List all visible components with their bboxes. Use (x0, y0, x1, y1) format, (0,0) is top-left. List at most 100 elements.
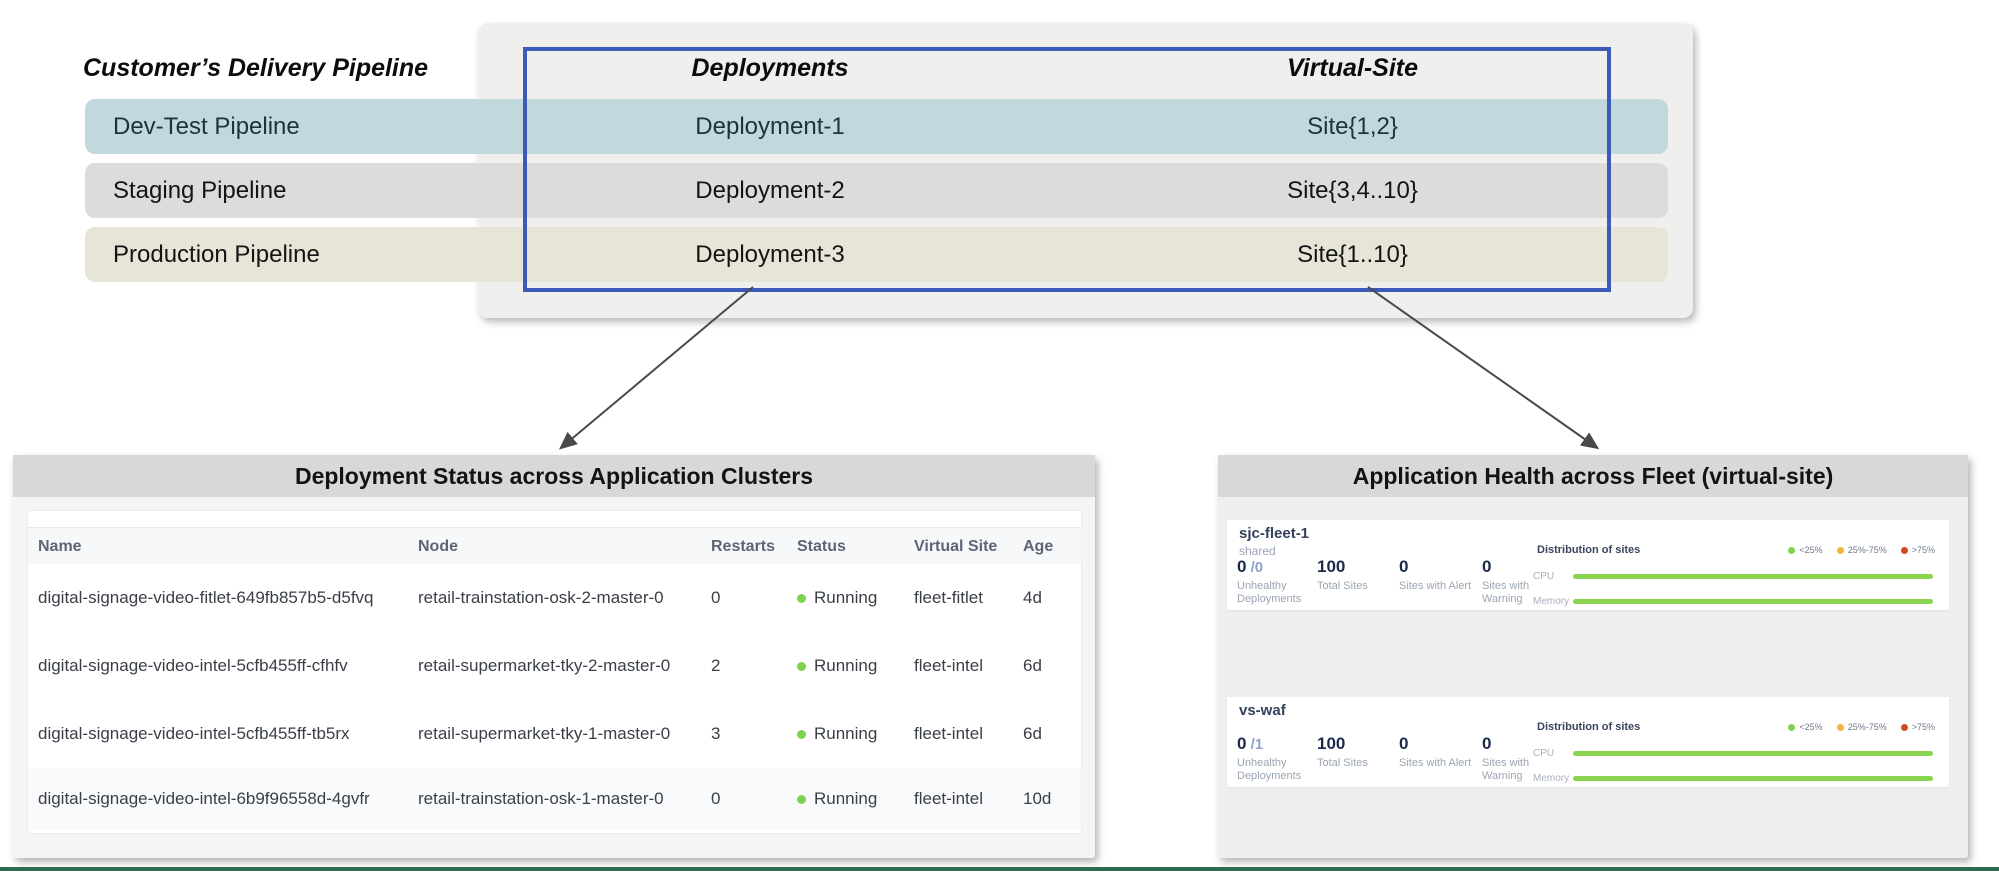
restarts-value: 2 (711, 656, 721, 675)
memory-label: Memory (1533, 772, 1570, 784)
cpu-bar-fill (1573, 573, 1933, 579)
legend-red-icon (1900, 546, 1908, 554)
memory-bar (1573, 598, 1933, 604)
pod-name: digital-signage-video-intel-5cfb455ff-tb… (38, 724, 350, 743)
pipeline-name: Production Pipeline (113, 240, 320, 268)
age-value: 4d (1023, 588, 1042, 607)
legend-label: 25%-75% (1847, 545, 1887, 555)
total-sites-value: 100 (1317, 734, 1346, 753)
restarts-value: 0 (711, 588, 721, 607)
metric-label: Total Sites (1317, 757, 1368, 769)
metric-unhealthy-deployments: 0 /1 Unhealthy Deployments (1237, 734, 1315, 783)
alert-value: 0 (1399, 734, 1409, 753)
virtual-site-value: fleet-intel (914, 656, 983, 675)
legend-item: <25% (1788, 722, 1823, 732)
legend-item: >75% (1900, 545, 1935, 555)
virtual-site-value: fleet-fitlet (914, 588, 983, 607)
metric-label: Unhealthy Deployments (1237, 580, 1302, 605)
app-health-title: Application Health across Fleet (virtual… (1218, 455, 1968, 497)
header-name: Name (38, 537, 82, 555)
distribution-legend: <25% 25%-75% >75% (1788, 722, 1935, 732)
table-row: digital-signage-video-fitlet-649fb857b5-… (28, 564, 1081, 633)
metric-label: Sites with Alert (1399, 757, 1472, 769)
table-row: digital-signage-video-intel-5cfb455ff-cf… (28, 632, 1081, 701)
status-running-icon (797, 794, 806, 804)
metric-sites-with-alert: 0 Sites with Alert (1399, 734, 1479, 770)
app-health-panel: Application Health across Fleet (virtual… (1218, 455, 1968, 858)
column-header-virtual-site: Virtual-Site (1286, 54, 1419, 82)
pipeline-row-production: Production Pipeline Deployment-3 Site{1.… (85, 227, 1668, 282)
legend-label: >75% (1911, 545, 1935, 555)
metric-label: Total Sites (1317, 580, 1368, 592)
age-value: 6d (1023, 724, 1042, 743)
status-running-icon (797, 729, 806, 739)
cpu-distribution-row: CPU (1533, 570, 1933, 582)
metric-total-sites: 100 Total Sites (1317, 734, 1395, 770)
header-status: Status (797, 537, 846, 555)
metric-label: Sites with Warning (1482, 580, 1530, 605)
deployment-status-panel: Deployment Status across Application Clu… (13, 455, 1095, 858)
card-subtitle: shared (1239, 544, 1276, 558)
header-node: Node (418, 537, 458, 555)
status-running-icon (797, 661, 806, 671)
health-card-vs-waf: vs-waf 0 /1 Unhealthy Deployments 100 To… (1227, 697, 1949, 787)
memory-bar (1573, 775, 1933, 781)
legend-item: <25% (1788, 545, 1823, 555)
legend-label: <25% (1799, 722, 1823, 732)
distribution-label: Distribution of sites (1537, 721, 1641, 733)
virtual-site-value: fleet-intel (914, 789, 983, 808)
restarts-value: 3 (711, 724, 721, 743)
cpu-label: CPU (1533, 570, 1555, 582)
metric-sites-with-alert: 0 Sites with Alert (1399, 557, 1479, 593)
pipeline-site: Site{3,4..10} (1287, 176, 1418, 204)
deployment-status-table: Name Node Restarts Status Virtual Site A… (27, 510, 1082, 834)
metric-label: Sites with Warning (1482, 757, 1530, 782)
memory-distribution-row: Memory (1533, 772, 1933, 784)
status-label: Running (814, 789, 878, 808)
unhealthy-total: /0 (1246, 559, 1264, 576)
slide-footer-divider (0, 867, 1999, 871)
status-cell: Running (797, 768, 877, 830)
memory-label: Memory (1533, 595, 1570, 607)
unhealthy-value: 0 (1237, 734, 1247, 753)
status-label: Running (814, 588, 878, 607)
virtual-site-value: fleet-intel (914, 724, 983, 743)
pipeline-row-staging: Staging Pipeline Deployment-2 Site{3,4..… (85, 163, 1668, 218)
distribution-legend: <25% 25%-75% >75% (1788, 545, 1935, 555)
metric-label: Unhealthy Deployments (1237, 757, 1302, 782)
table-row: digital-signage-video-intel-6b9f96558d-4… (28, 768, 1081, 830)
cpu-bar (1573, 573, 1933, 579)
warning-value: 0 (1482, 734, 1492, 753)
card-title: sjc-fleet-1 (1239, 525, 1310, 542)
unhealthy-total: /1 (1246, 736, 1264, 753)
legend-yellow-icon (1836, 546, 1844, 554)
pipeline-deployment: Deployment-3 (695, 240, 845, 268)
cpu-distribution-row: CPU (1533, 747, 1933, 759)
metric-sites-with-warning: 0 Sites with Warning (1482, 734, 1544, 783)
pipeline-site: Site{1,2} (1307, 112, 1398, 140)
legend-item: >75% (1900, 722, 1935, 732)
total-sites-value: 100 (1317, 557, 1346, 576)
table-header-row: Name Node Restarts Status Virtual Site A… (28, 527, 1081, 566)
pipeline-site: Site{1..10} (1297, 240, 1408, 268)
cpu-label: CPU (1533, 747, 1555, 759)
status-cell: Running (797, 564, 877, 632)
legend-item: 25%-75% (1836, 545, 1887, 555)
legend-label: <25% (1799, 545, 1823, 555)
metric-label: Sites with Alert (1399, 580, 1472, 592)
metric-total-sites: 100 Total Sites (1317, 557, 1395, 593)
cpu-bar (1573, 750, 1933, 756)
pipeline-row-dev-test: Dev-Test Pipeline Deployment-1 Site{1,2} (85, 99, 1668, 154)
pod-name: digital-signage-video-fitlet-649fb857b5-… (38, 588, 374, 607)
header-age: Age (1023, 537, 1054, 555)
node-name: retail-trainstation-osk-2-master-0 (418, 588, 664, 607)
status-cell: Running (797, 700, 877, 768)
pod-name: digital-signage-video-intel-5cfb455ff-cf… (38, 656, 348, 675)
table-row: digital-signage-video-intel-5cfb455ff-tb… (28, 700, 1081, 769)
pipeline-deployment: Deployment-2 (695, 176, 845, 204)
unhealthy-value: 0 (1237, 557, 1247, 576)
node-name: retail-trainstation-osk-1-master-0 (418, 789, 664, 808)
distribution-label: Distribution of sites (1537, 544, 1641, 556)
header-virtual-site: Virtual Site (914, 537, 998, 555)
